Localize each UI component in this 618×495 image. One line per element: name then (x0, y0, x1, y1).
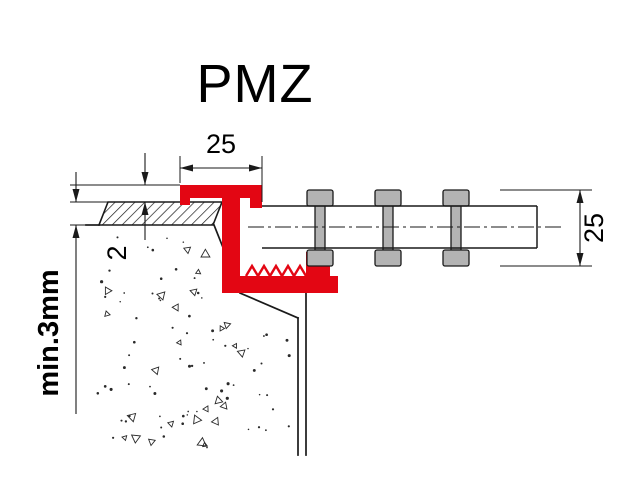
concrete-texture (96, 236, 291, 449)
dim-label-top-width: 25 (206, 129, 236, 159)
dim-edge-height: 2 (70, 153, 180, 261)
insert-rib (374, 189, 402, 267)
insert-rib (442, 189, 470, 267)
product-name-label: PMZ (197, 54, 314, 114)
dim-label-right-height: 25 (579, 213, 609, 243)
dim-min-thickness: min.3mm (33, 172, 98, 414)
profile-anchor-leg (222, 198, 240, 293)
pmz-profile (180, 185, 338, 293)
profile-front-lip (180, 185, 190, 205)
profile-serration (244, 263, 308, 279)
dim-right-height: 25 (500, 189, 609, 267)
dim-label-edge-height: 2 (102, 245, 132, 260)
insert-rib (306, 189, 334, 267)
profile-bottom-flange (222, 276, 338, 293)
insert-channel (248, 189, 562, 267)
tile-hatch-block (97, 201, 224, 226)
profile-top-flange (180, 185, 262, 198)
dim-top-width: 25 (179, 129, 263, 202)
profile-channel-lip (250, 185, 262, 208)
dim-label-min-thickness: min.3mm (33, 269, 65, 396)
